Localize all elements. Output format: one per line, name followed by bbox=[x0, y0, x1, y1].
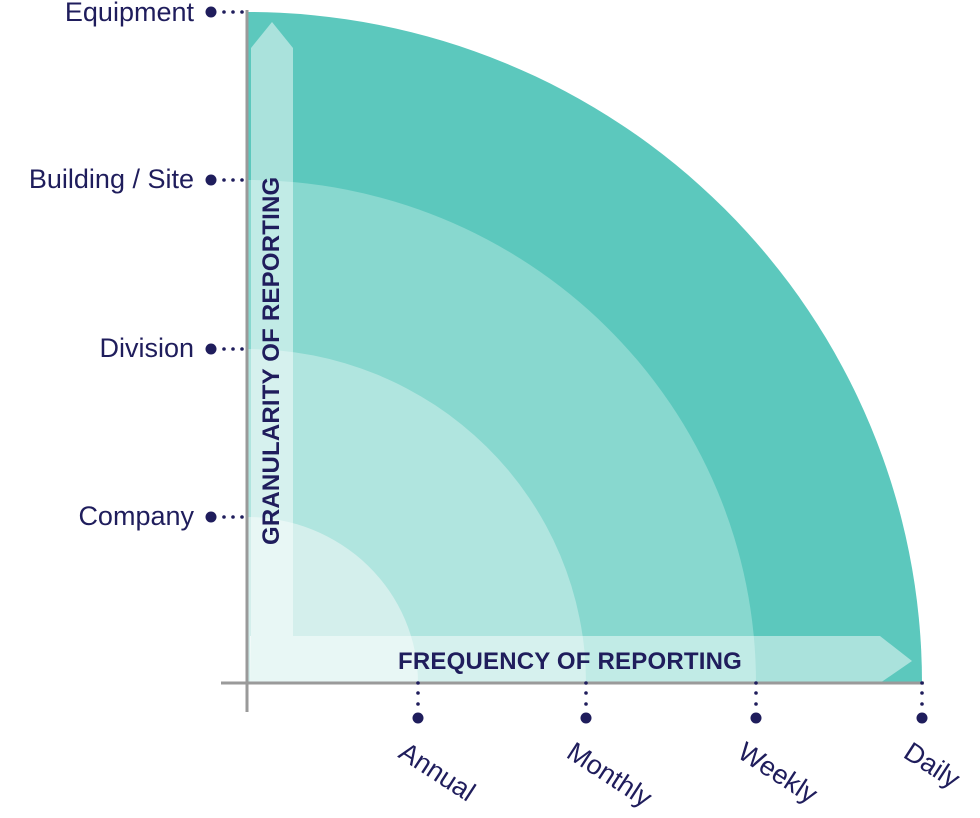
y-label-building-site: Building / Site bbox=[28, 164, 194, 194]
band-annual-company bbox=[247, 517, 418, 683]
vertical-axis-arrow bbox=[250, 22, 293, 683]
y-label-division: Division bbox=[99, 333, 194, 363]
x-level-markers bbox=[412, 681, 928, 724]
x-axis-title: FREQUENCY OF REPORTING bbox=[398, 648, 742, 675]
y-label-company: Company bbox=[78, 501, 194, 531]
y-label-equipment: Equipment bbox=[64, 0, 194, 27]
y-axis-title: GRANULARITY OF REPORTING bbox=[258, 176, 285, 545]
horizontal-axis-arrow bbox=[250, 636, 912, 683]
y-level-markers bbox=[205, 6, 244, 523]
